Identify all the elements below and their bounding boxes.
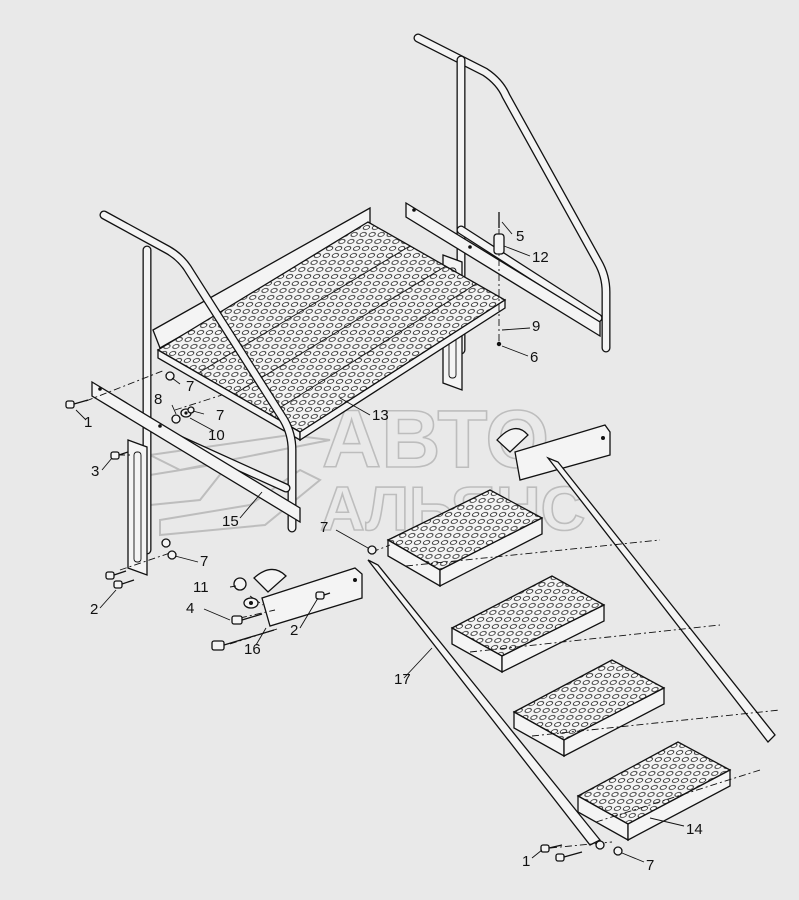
step-2: [450, 575, 606, 674]
front-slotted-plate: [127, 439, 148, 576]
washer-icon: [243, 597, 259, 609]
front-bracket-bar: [91, 380, 301, 524]
nut-icon: [161, 538, 171, 548]
upper-hanger-bracket: [496, 424, 611, 481]
nut-icon: [187, 406, 195, 414]
callout-8: 8: [154, 391, 162, 408]
callout-6: 6: [530, 349, 538, 366]
callout-16: 16: [244, 641, 261, 658]
callout-12: 12: [532, 249, 549, 266]
nut-icon: [595, 840, 605, 850]
callout-15: 15: [222, 513, 239, 530]
stair-steps: [386, 489, 732, 842]
nut-icon: [613, 846, 623, 856]
bolt-icon: [315, 591, 331, 600]
callout-2-a: 2: [90, 601, 98, 618]
step-3: [512, 659, 666, 758]
rear-bracket-bar: [405, 201, 601, 338]
stair-stringers: [367, 456, 776, 846]
step-1: [386, 489, 544, 588]
bolt-icon: [113, 579, 135, 589]
nut-icon: [167, 550, 177, 560]
callout-11: 11: [193, 579, 209, 596]
bolt-icon: [211, 629, 275, 651]
bolt-icon: [231, 613, 263, 625]
step-4: [576, 741, 732, 842]
callout-3: 3: [91, 463, 99, 480]
callout-1-a: 1: [84, 414, 92, 431]
lower-hanger-bracket: [253, 567, 363, 627]
bolt-icon: [105, 570, 127, 580]
callout-4: 4: [186, 600, 194, 617]
callout-7-d: 7: [200, 553, 208, 570]
callout-2-b: 2: [290, 622, 298, 639]
callout-labels: 5 12 9 6 7 8 7 10 1 13 3 15 7 7 2 11 4 2…: [84, 228, 703, 874]
bolt-icon: [110, 451, 129, 460]
callout-5: 5: [516, 228, 524, 245]
callout-10: 9: [532, 318, 540, 335]
callout-17: 17: [394, 671, 411, 688]
bolt-icon: [555, 851, 583, 862]
callout-1-b: 1: [522, 853, 530, 870]
callout-14: 14: [686, 821, 703, 838]
nut-icon: [171, 414, 181, 424]
callout-7-e: 7: [646, 857, 654, 874]
callout-7-b: 7: [216, 407, 224, 424]
callout-7-a: 7: [186, 378, 194, 395]
platform: [152, 206, 507, 442]
bolt-icon: [65, 399, 89, 409]
nut-icon: [367, 545, 377, 555]
leader-lines: [75, 221, 685, 863]
nut-icon: [233, 577, 247, 591]
bolt-icon: [540, 844, 563, 853]
callout-9: 10: [208, 427, 225, 444]
callout-7-c: 7: [320, 519, 328, 536]
callout-13: 13: [372, 407, 389, 424]
